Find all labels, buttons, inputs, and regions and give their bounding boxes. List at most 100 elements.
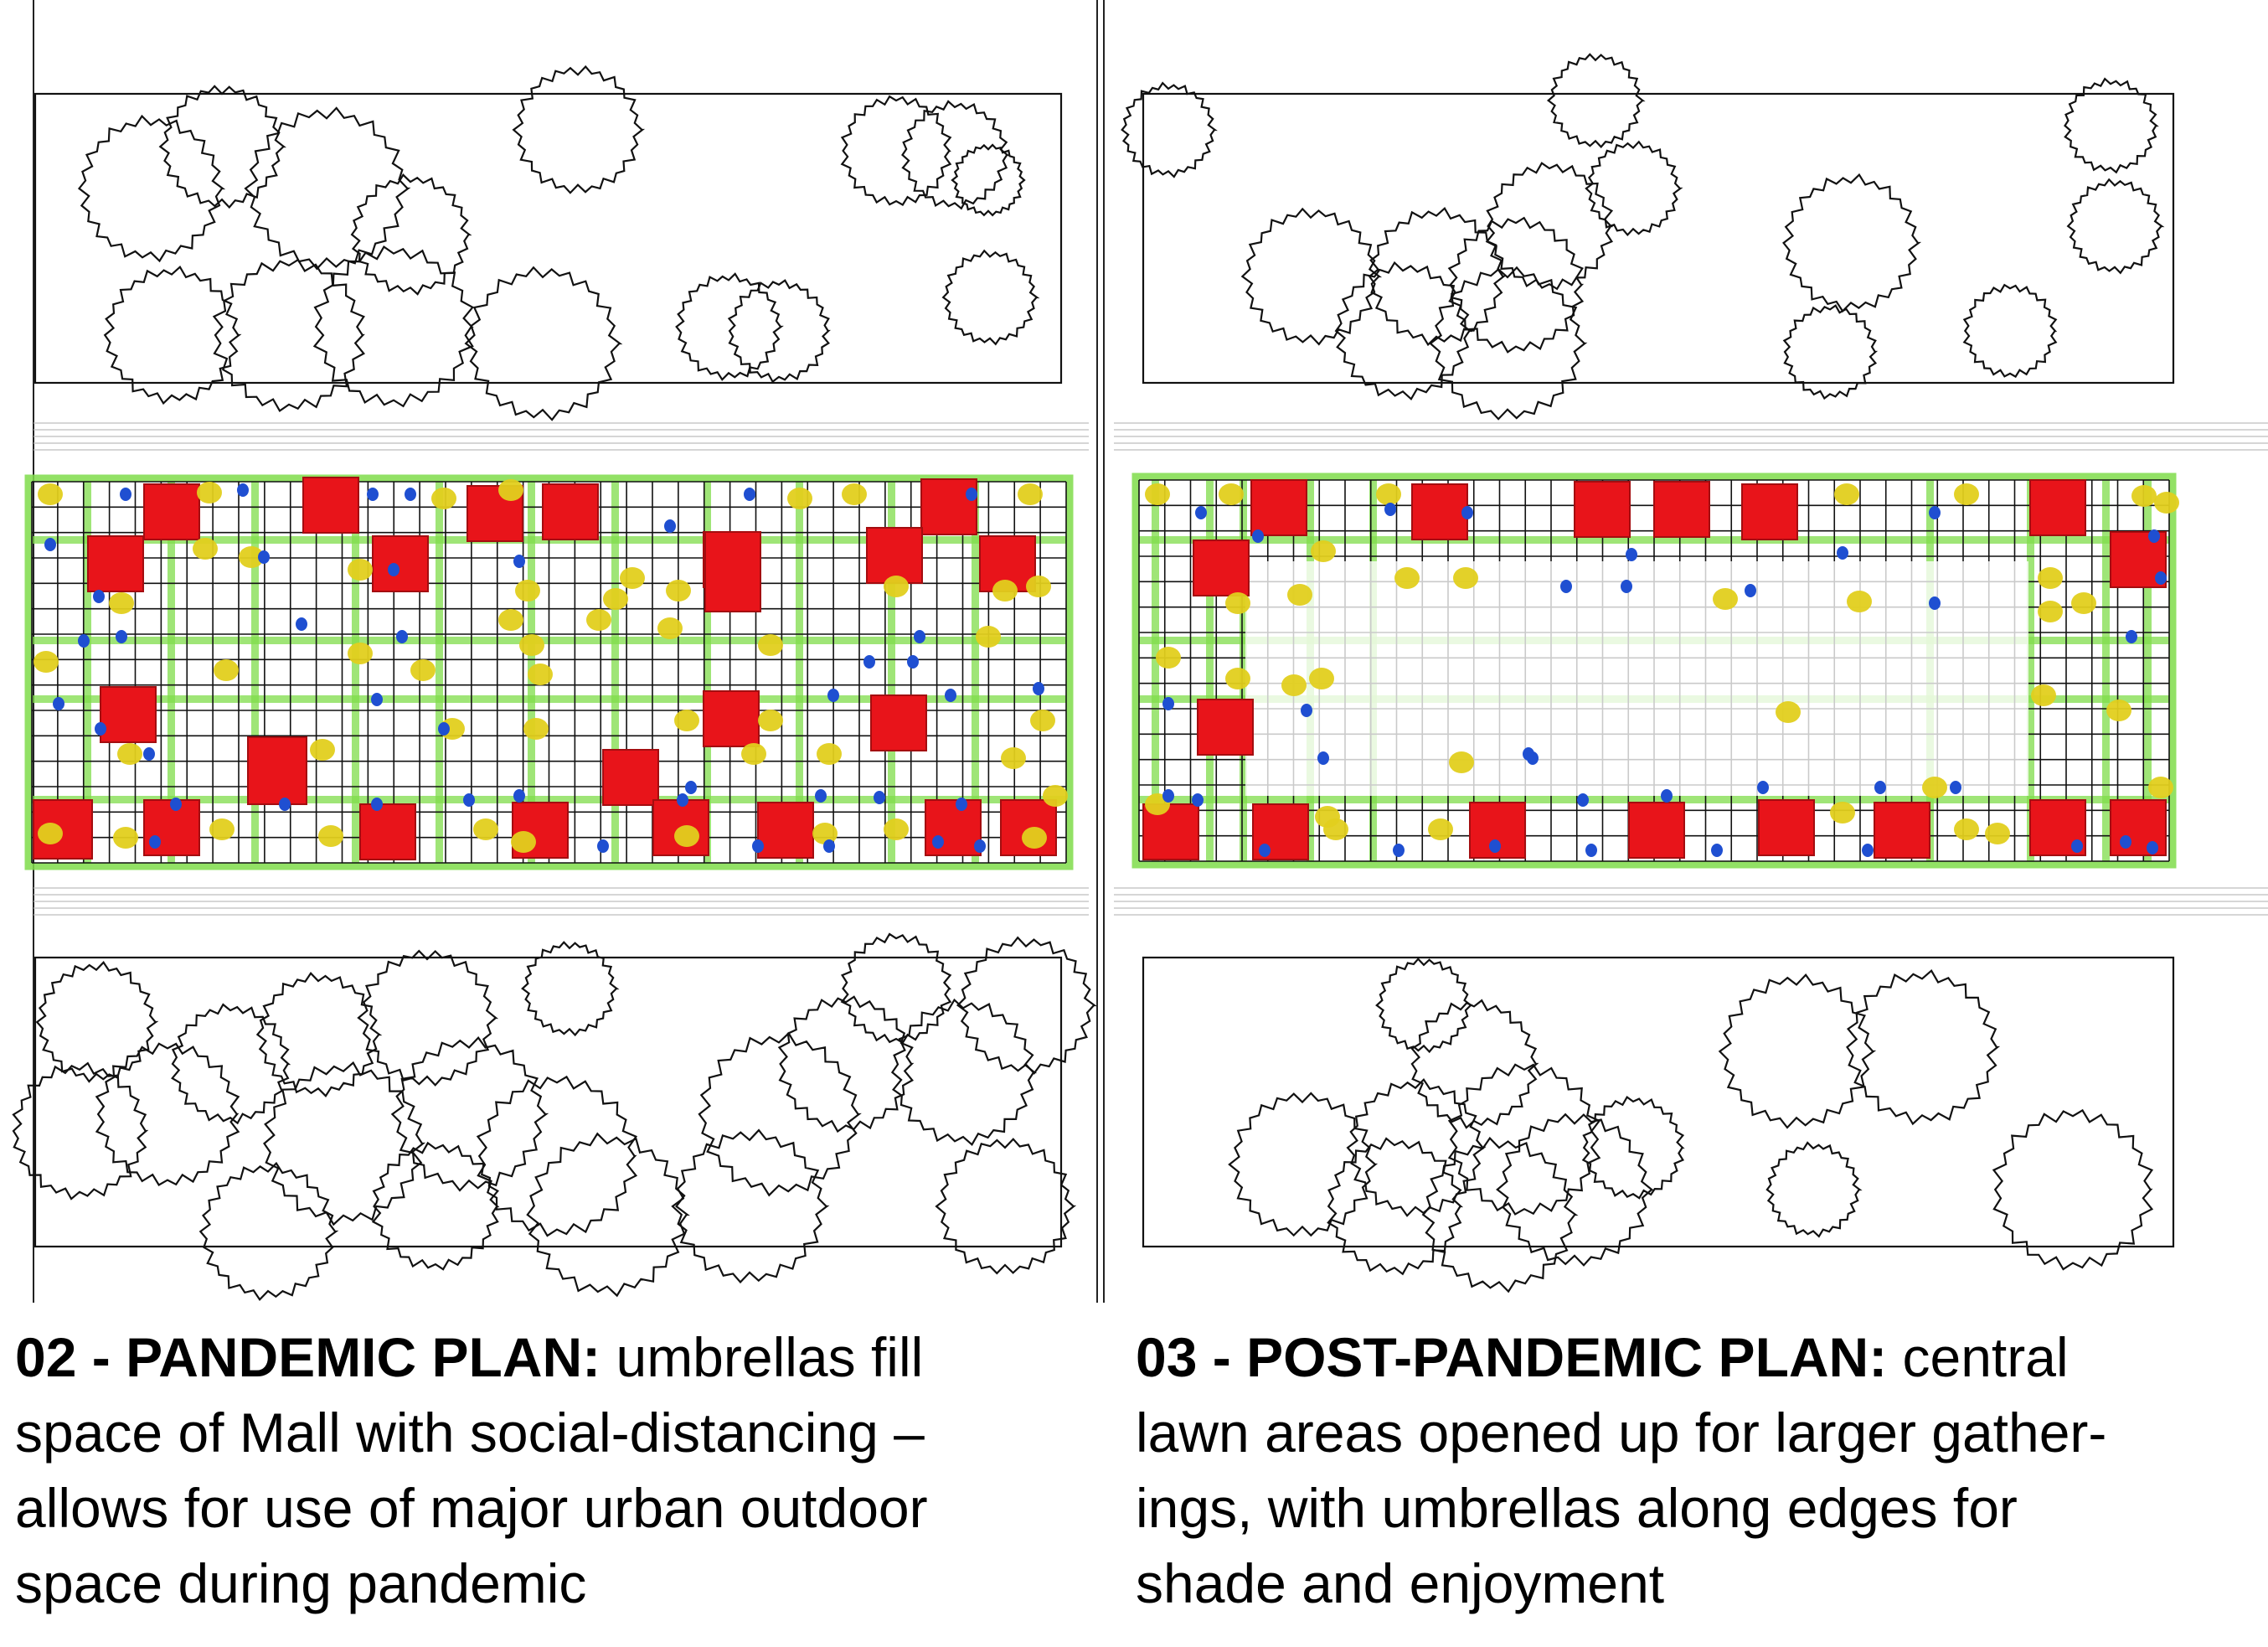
umbrella-icon [302,477,359,534]
table-icon [113,827,138,849]
seat-icon [874,791,885,804]
caption-line: lawn areas opened up for larger gather- [1136,1402,2107,1464]
tree-canopy-icon [935,1138,1077,1275]
table-icon [787,488,812,509]
tree-canopy-icon [1581,1095,1685,1200]
umbrella-icon [2029,479,2086,536]
tree-canopy-icon [951,143,1026,217]
tree-canopy-icon [312,245,474,408]
seat-icon [1393,844,1405,857]
umbrella-icon [1758,799,1815,856]
table-icon [1225,668,1250,689]
table-icon [431,488,456,509]
seat-icon [170,798,182,811]
walkway [168,482,175,863]
seat-icon [752,839,764,853]
table-icon [1311,540,1336,562]
table-icon [1922,777,1947,798]
seat-icon [1661,789,1673,803]
seat-icon [405,488,416,501]
tree-canopy-icon [1429,266,1588,421]
tree-canopy-icon [526,1132,690,1298]
seat-icon [1252,529,1264,543]
table-icon [38,483,63,505]
tree-canopy-icon [1782,304,1879,400]
table-icon [1428,818,1453,840]
open-lawn [1245,561,2028,796]
table-icon [117,743,142,765]
seat-icon [279,798,291,811]
seat-icon [78,634,90,648]
seat-icon [2148,529,2160,543]
table-icon [348,643,373,664]
table-icon [884,818,909,840]
tree-canopy-icon [675,272,784,381]
tree-canopy-icon [956,936,1098,1075]
tree-canopy-icon [371,1141,500,1271]
seat-icon [296,617,307,631]
table-icon [1830,802,1855,824]
umbrella-icon [920,478,977,535]
caption-line: shade and enjoyment [1136,1552,1665,1614]
seat-icon [1192,793,1204,807]
seat-icon [827,689,839,702]
tree-canopy-icon [1375,958,1474,1054]
umbrella-icon [542,483,599,540]
seat-icon [974,839,986,853]
seat-icon [2155,571,2167,585]
table-icon [2038,567,2063,589]
tree-canopy-icon [1962,283,2058,379]
seat-icon [1195,506,1207,519]
seat-icon [597,839,609,853]
walkway [352,482,359,863]
seat-icon [116,630,127,643]
tree-canopy-icon [1327,1137,1464,1276]
umbrella-icon [372,535,429,592]
table-icon [1954,483,1979,505]
tree-canopy-icon [1992,1108,2154,1271]
umbrella-icon [757,802,814,859]
table-icon [1281,674,1307,696]
seat-icon [53,697,64,710]
umbrella-icon [100,686,157,743]
walkway [2027,480,2034,861]
tree-canopy-icon [901,100,1010,210]
seat-icon [677,793,688,807]
table-icon [1001,747,1026,769]
seat-icon [371,798,383,811]
seat-icon [95,722,106,736]
table-icon [842,483,867,505]
tree-canopy-icon [357,949,499,1087]
table-icon [1018,483,1043,505]
table-icon [1043,785,1068,807]
seat-icon [1757,781,1769,794]
table-icon [1834,483,1859,505]
tree-canopy-icon [1228,1092,1379,1237]
walkway [1206,480,1214,861]
table-icon [209,818,235,840]
table-icon [2031,684,2056,706]
seat-icon [932,835,944,849]
table-icon [657,617,683,639]
caption-line: ings, with umbrellas along edges for [1136,1477,2018,1539]
seat-icon [463,793,475,807]
planting-bed [34,92,1063,385]
seat-icon [120,488,131,501]
tree-canopy-icon [1846,968,2001,1126]
tree-canopy-icon [1485,162,1614,291]
seat-icon [237,483,249,497]
tree-canopy-icon [1334,261,1473,401]
seat-icon [513,789,525,803]
table-icon [1156,647,1181,669]
tree-canopy-icon [1496,1113,1655,1267]
umbrella-icon [703,690,760,747]
umbrella-icon [247,736,307,805]
table-icon [620,567,645,589]
seat-icon [367,488,379,501]
walkway [2102,480,2110,861]
umbrella-icon [602,749,659,806]
caption-line: central [1887,1326,2069,1388]
seat-icon [2126,630,2137,643]
walkway [611,482,619,863]
seat-icon [1929,596,1941,610]
